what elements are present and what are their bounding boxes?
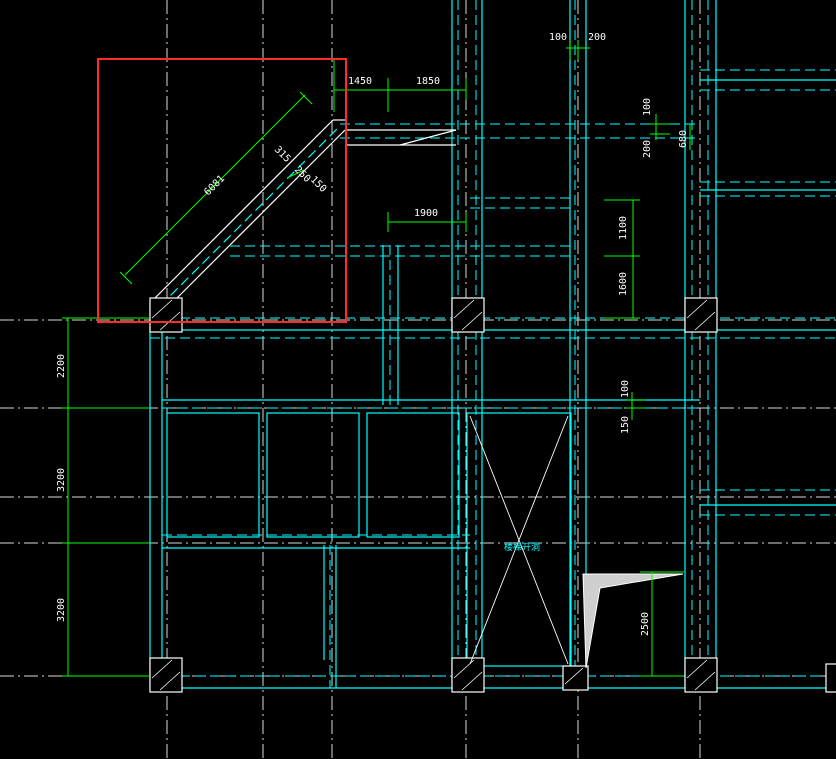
hatched-wedge — [582, 573, 684, 669]
dim-680: 680 — [678, 130, 689, 148]
dim-100-mid: 100 — [620, 380, 631, 398]
column-6[interactable] — [562, 665, 589, 691]
dim-1450: 1450 — [348, 76, 372, 87]
dim-150-mid: 150 — [620, 416, 631, 434]
column-8[interactable] — [825, 663, 836, 693]
dim-1900: 1900 — [414, 208, 438, 219]
selection-box[interactable] — [97, 58, 347, 323]
stair-opening-cross — [469, 415, 569, 665]
wall-lines — [149, 0, 836, 689]
dashed-beam-lines — [150, 0, 836, 688]
dim-2200: 2200 — [56, 354, 67, 378]
dim-200-right: 200 — [642, 140, 653, 158]
dim-3200-b: 3200 — [56, 598, 67, 622]
dimension-lines — [62, 40, 691, 677]
dim-1100: 1100 — [618, 216, 629, 240]
dim-2500: 2500 — [640, 612, 651, 636]
dim-100-top: 100 — [549, 32, 567, 43]
stair-opening-label: 楼梯开洞 — [504, 541, 540, 553]
dim-3200-a: 3200 — [56, 468, 67, 492]
dim-1850: 1850 — [416, 76, 440, 87]
diagonal-beam — [152, 119, 457, 307]
dim-100-right: 100 — [642, 98, 653, 116]
dim-1600: 1600 — [618, 272, 629, 296]
columns — [149, 297, 836, 693]
dim-200-top: 200 — [588, 32, 606, 43]
